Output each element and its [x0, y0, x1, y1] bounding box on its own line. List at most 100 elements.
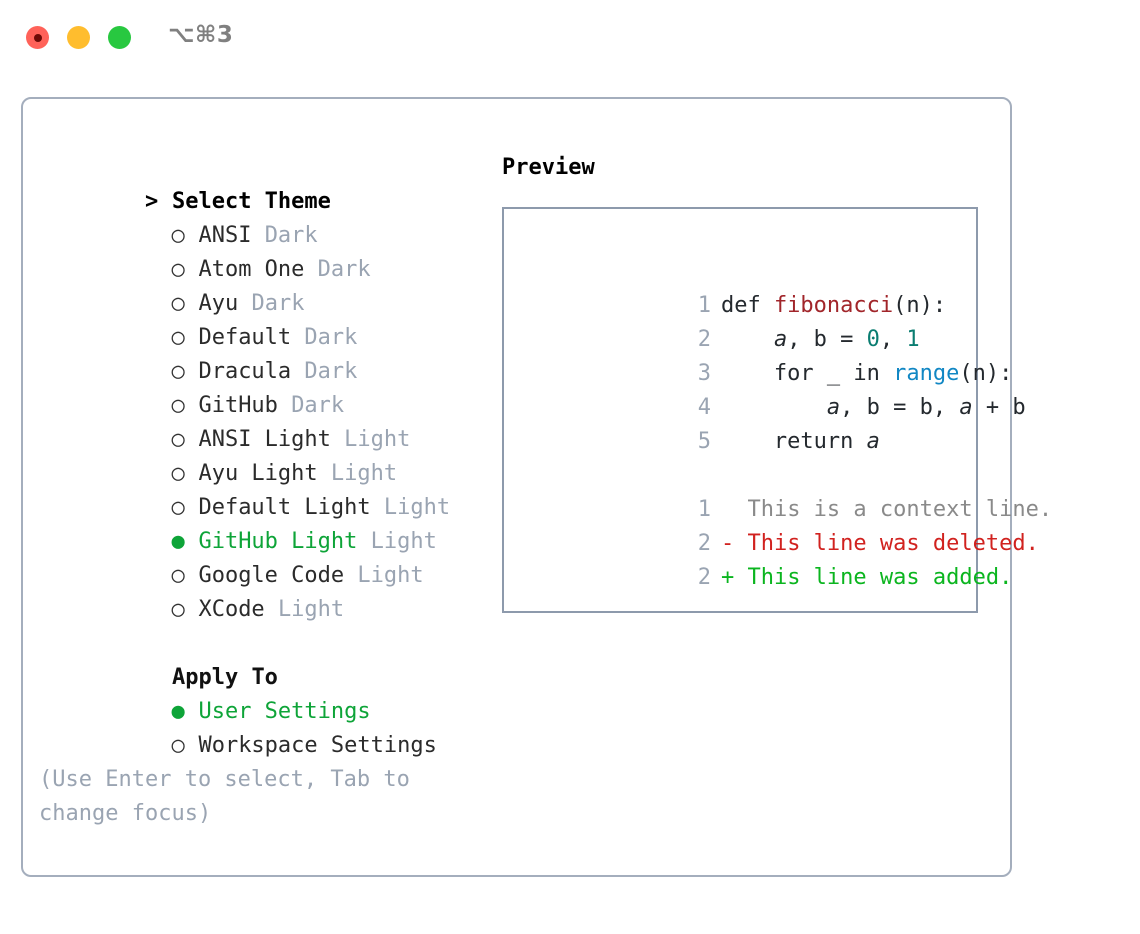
- theme-option-default-light[interactable]: ○ Default Light Light: [39, 457, 479, 520]
- code-line: 4 a, b = b, a + b: [524, 357, 1026, 420]
- theme-option-google-code[interactable]: ○Google Code Light: [39, 525, 479, 588]
- title-bar: ⌥⌘3: [0, 0, 1140, 78]
- theme-variant: [238, 291, 251, 316]
- theme-variant: [291, 325, 304, 350]
- theme-variant: [251, 223, 264, 248]
- theme-name: XCode: [198, 597, 265, 622]
- minimize-button[interactable]: [67, 26, 90, 49]
- radio-icon[interactable]: ○: [171, 733, 185, 758]
- theme-variant: [331, 427, 344, 452]
- theme-name: Dracula: [198, 359, 292, 384]
- theme-name: Ayu: [198, 291, 239, 316]
- code-token: for _ in: [720, 361, 894, 386]
- code-token: [721, 395, 827, 420]
- radio-icon[interactable]: ○: [171, 563, 185, 588]
- theme-option-ayu-light[interactable]: ○ Ayu Light Light: [39, 423, 479, 486]
- radio-icon[interactable]: ○: [171, 393, 185, 418]
- theme-variant-label: Light: [383, 495, 451, 520]
- theme-option-xcode[interactable]: ○ XCode Light: [39, 559, 479, 622]
- code-token-number: 1: [906, 327, 920, 352]
- theme-picker-panel: >Select Theme ○ANSI Dark ○Atom One Dark …: [21, 97, 1052, 877]
- preview-title: Preview: [502, 155, 595, 180]
- theme-option-github[interactable]: ○ GitHub Dark: [39, 355, 479, 418]
- theme-option-ansi-light[interactable]: ○ANSI Light Light: [39, 389, 479, 452]
- radio-icon[interactable]: ○: [171, 359, 185, 384]
- theme-option-atom-one[interactable]: ○ Atom One Dark: [39, 219, 479, 282]
- code-token: , b =: [787, 327, 867, 352]
- line-number: 2: [697, 531, 711, 556]
- radio-selected-icon[interactable]: ●: [171, 699, 185, 724]
- diff-line-added: 2 + This line was added.: [524, 527, 1013, 590]
- line-number: 3: [697, 361, 711, 386]
- theme-variant-label: Light: [277, 597, 345, 622]
- theme-name: Atom One: [198, 257, 305, 282]
- radio-selected-icon[interactable]: ●: [171, 529, 185, 554]
- code-token-variable: a: [959, 395, 973, 420]
- diff-sign: [721, 497, 734, 522]
- radio-icon[interactable]: ○: [171, 257, 185, 282]
- theme-option-default[interactable]: ○Default Dark: [39, 287, 479, 350]
- code-token: (n):: [959, 361, 1013, 386]
- prompt-caret-icon: >: [144, 189, 159, 214]
- theme-option-github-light[interactable]: ●GitHub Light Light: [39, 491, 479, 554]
- diff-text: This line was added.: [747, 565, 1013, 590]
- theme-variant: [344, 563, 357, 588]
- code-token: ,: [879, 327, 907, 352]
- traffic-lights: [26, 26, 131, 49]
- theme-variant: [278, 393, 291, 418]
- theme-variant-label: Dark: [291, 393, 345, 418]
- radio-icon[interactable]: ○: [171, 427, 185, 452]
- radio-icon[interactable]: ○: [171, 223, 185, 248]
- theme-variant-label: Dark: [264, 223, 318, 248]
- radio-icon[interactable]: ○: [171, 495, 185, 520]
- radio-icon[interactable]: ○: [171, 291, 185, 316]
- theme-variant-label: Dark: [317, 257, 371, 282]
- theme-name: Ayu Light: [198, 461, 318, 486]
- theme-option-ansi[interactable]: ○ ANSI Dark: [39, 185, 479, 248]
- apply-to-label: Apply To: [171, 665, 278, 690]
- code-token: return: [720, 429, 867, 454]
- theme-name: Google Code: [198, 563, 345, 588]
- select-theme-title: Select Theme: [171, 189, 331, 214]
- apply-to-option-label: User Settings: [198, 699, 371, 724]
- code-line: 2 a, b = 0, 1: [524, 289, 976, 352]
- line-number: 2: [697, 327, 711, 352]
- apply-to-header: ○Apply To: [39, 627, 479, 690]
- code-token: def: [720, 293, 774, 318]
- theme-options-list: ○ANSI Dark ○Atom One Dark ○Ayu Dark ○Def…: [39, 185, 479, 622]
- theme-variant-label: Dark: [304, 325, 358, 350]
- radio-icon[interactable]: ○: [171, 597, 185, 622]
- theme-option-ayu[interactable]: ○ Ayu Dark: [39, 253, 479, 316]
- close-button[interactable]: [26, 26, 49, 49]
- apply-to-option-user-settings[interactable]: ● User Settings: [39, 661, 479, 724]
- diff-text: This line was deleted.: [747, 531, 1039, 556]
- code-token: , b = b,: [840, 395, 960, 420]
- apply-to-option-workspace-settings[interactable]: ○ Workspace Settings: [39, 695, 479, 758]
- theme-name: GitHub: [198, 393, 278, 418]
- keyboard-hint-text: (Use Enter to select, Tab to change focu…: [39, 767, 410, 826]
- apply-to-option-label: Workspace Settings: [198, 733, 437, 758]
- theme-name: ANSI: [198, 223, 252, 248]
- theme-variant-label: Light: [344, 427, 411, 452]
- theme-variant: [371, 495, 384, 520]
- theme-variant: [357, 529, 370, 554]
- diff-line-context: 1 This is a context line.: [524, 459, 1052, 522]
- diff-sign: -: [720, 531, 735, 556]
- theme-option-dracula[interactable]: ○ Dracula Dark: [39, 321, 479, 384]
- line-number: 2: [697, 565, 711, 590]
- theme-variant: [265, 597, 278, 622]
- diff-sample: 1 This is a context line. 2- This line w…: [524, 459, 1052, 590]
- maximize-button[interactable]: [108, 26, 131, 49]
- radio-icon[interactable]: ○: [171, 325, 185, 350]
- theme-list-column: >Select Theme ○ANSI Dark ○Atom One Dark …: [39, 151, 479, 831]
- code-token: + b: [972, 395, 1026, 420]
- diff-sign: +: [720, 565, 735, 590]
- theme-name: Default Light: [198, 495, 371, 520]
- radio-icon[interactable]: ○: [171, 461, 185, 486]
- select-theme-header: > Select Theme: [39, 151, 479, 214]
- theme-variant-label: Dark: [251, 291, 305, 316]
